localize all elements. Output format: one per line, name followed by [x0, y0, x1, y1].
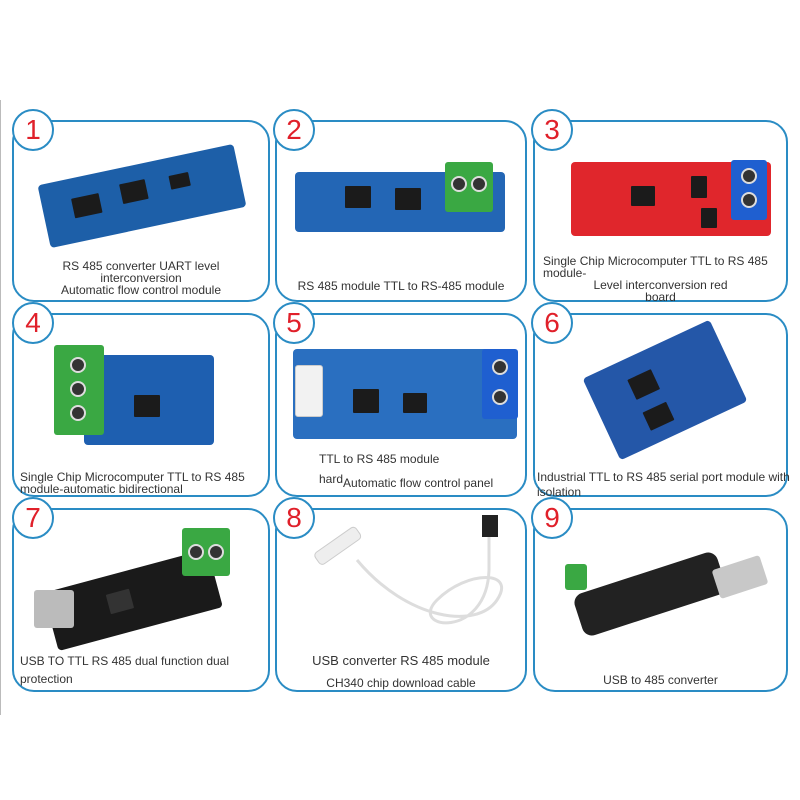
product-card-6[interactable]: Industrial TTL to RS 485 serial port mod… [533, 313, 790, 499]
usb-b-port [34, 590, 74, 628]
caption-line: interconversion [100, 271, 182, 285]
caption-line: module-automatic bidirectional [20, 482, 183, 496]
product-number-badge: 5 [273, 302, 315, 344]
product-card-2[interactable]: RS 485 module TTL to RS-485 module [275, 120, 527, 302]
product-number-badge: 3 [531, 109, 573, 151]
product-image-board [582, 319, 748, 461]
caption-line: Industrial TTL to RS 485 serial port mod… [537, 470, 790, 484]
caption-line: Automatic flow control panel [343, 476, 494, 490]
product-card-5[interactable]: TTL to RS 485 module hardAutomatic flow … [275, 313, 527, 497]
product-number-badge: 2 [273, 109, 315, 151]
caption-line: Automatic flow control module [60, 283, 222, 297]
product-number-badge: 6 [531, 302, 573, 344]
product-card-3[interactable]: Single Chip Microcomputer TTL to RS 485 … [533, 120, 788, 303]
caption-line: isolation [537, 485, 582, 499]
product-number-badge: 7 [12, 497, 54, 539]
terminal-block [445, 162, 493, 212]
caption-line: module- [543, 266, 587, 280]
terminal-block [54, 345, 104, 435]
caption-line: protection [20, 672, 73, 686]
product-image-dongle [571, 549, 729, 639]
caption-line: CH340 chip download cable [326, 676, 476, 690]
caption-line: RS 485 converter UART level [62, 259, 220, 273]
product-caption: USB converter RS 485 module CH340 chip d… [277, 650, 525, 694]
product-card-9[interactable]: USB to 485 converter [533, 508, 788, 692]
product-caption: TTL to RS 485 module hardAutomatic flow … [277, 452, 525, 489]
terminal-block [482, 349, 518, 419]
product-number-badge: 4 [12, 302, 54, 344]
caption-line: USB TO TTL RS 485 dual function dual [20, 654, 230, 668]
terminal-block [182, 528, 230, 576]
product-card-4[interactable]: Single Chip Microcomputer TTL to RS 485 … [12, 313, 270, 497]
caption-line: Level interconversion red [593, 278, 728, 292]
product-caption: Single Chip Microcomputer TTL to RS 485 … [14, 471, 268, 495]
caption-line: TTL to RS 485 module [319, 452, 440, 466]
product-caption: USB to 485 converter [535, 674, 786, 686]
product-card-8[interactable]: USB converter RS 485 module CH340 chip d… [275, 508, 527, 692]
product-caption: RS 485 module TTL to RS-485 module [277, 280, 525, 292]
product-number-badge: 8 [273, 497, 315, 539]
product-image-board [37, 143, 247, 249]
product-image-board [84, 355, 214, 445]
usb-a-plug [711, 555, 769, 599]
terminal-block [565, 564, 587, 590]
terminal-block [731, 160, 767, 220]
caption-line: hard [319, 472, 344, 486]
product-caption: Single Chip Microcomputer TTL to RS 485 … [535, 255, 786, 303]
caption-line: USB converter RS 485 module [312, 653, 490, 668]
page-edge [0, 100, 1, 715]
product-caption: Industrial TTL to RS 485 serial port mod… [535, 470, 790, 499]
caption-line: Single Chip Microcomputer TTL to RS 485 [543, 254, 768, 268]
caption-line: RS 485 module TTL to RS-485 module [297, 279, 505, 293]
product-image-cable [314, 515, 504, 625]
caption-line: Single Chip Microcomputer TTL to RS 485 [20, 470, 245, 484]
product-card-1[interactable]: RS 485 converter UART level interconvers… [12, 120, 270, 302]
product-caption: RS 485 converter UART level interconvers… [14, 260, 268, 296]
connector [295, 365, 323, 417]
product-number-badge: 1 [12, 109, 54, 151]
product-image-board [293, 349, 517, 439]
caption-line: USB to 485 converter [603, 673, 718, 687]
product-caption: USB TO TTL RS 485 dual function dual pro… [14, 652, 268, 688]
product-number-badge: 9 [531, 497, 573, 539]
caption-line: board [645, 290, 676, 304]
product-card-7[interactable]: USB TO TTL RS 485 dual function dual pro… [12, 508, 270, 692]
